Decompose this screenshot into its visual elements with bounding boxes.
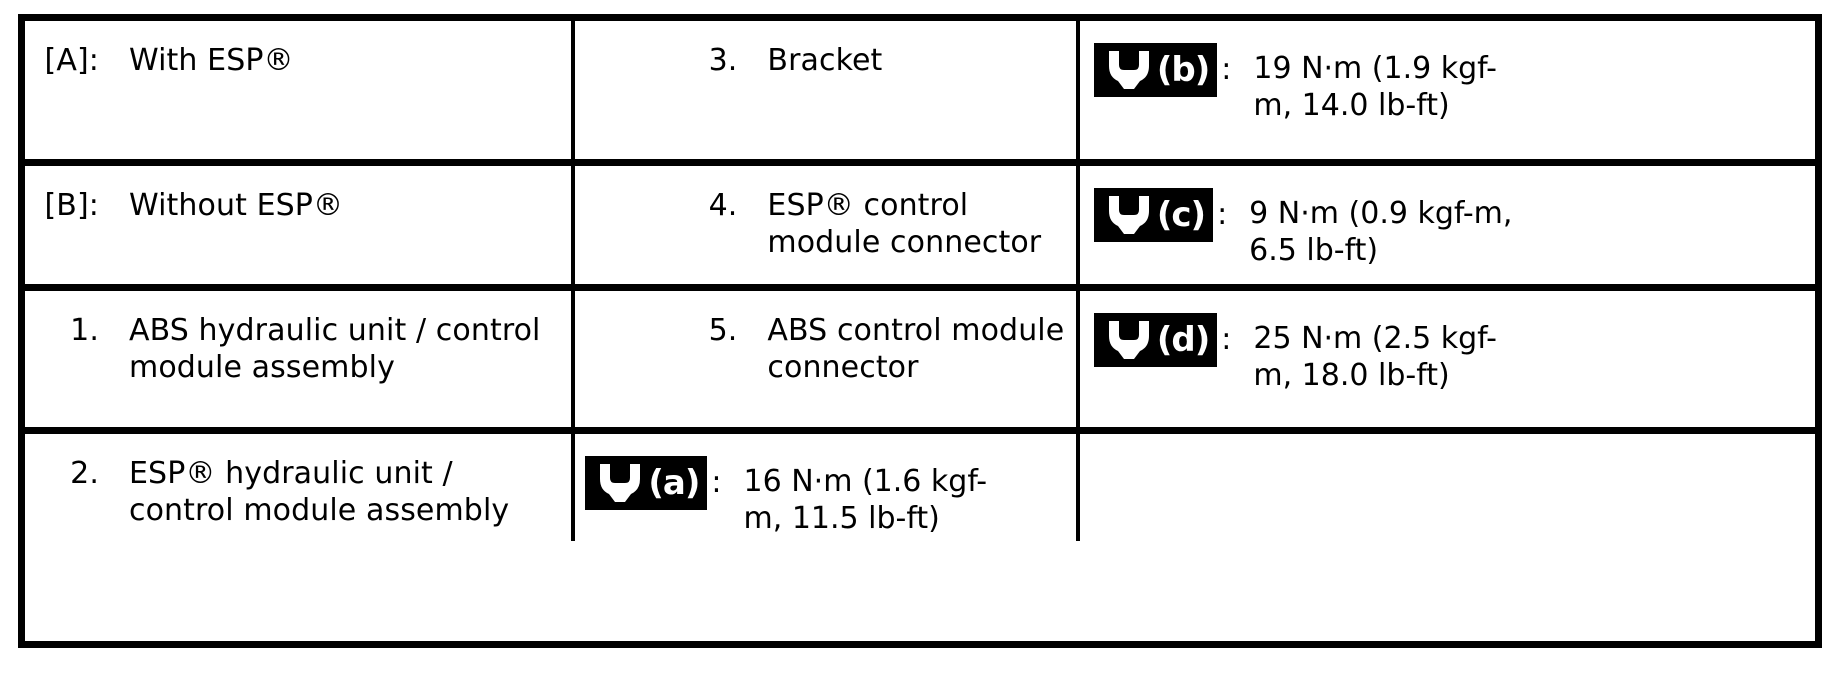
torque-badge-letter: (a) <box>648 463 700 503</box>
torque-colon: : <box>1221 322 1232 357</box>
torque-value: 9 N·m (0.9 kgf-m, 6.5 lb-ft) <box>1249 196 1513 268</box>
torque-spec: (b) : 19 N·m (1.9 kgf-m, 14.0 lb-ft) <box>1093 43 1522 124</box>
part-item: 1. ABS hydraulic unit / control module a… <box>43 313 559 386</box>
torque-cell: (d) : 25 N·m (2.5 kgf-m, 18.0 lb-ft) <box>1080 291 1815 427</box>
torque-value: 25 N·m (2.5 kgf-m, 18.0 lb-ft) <box>1253 321 1497 393</box>
table-row: 2. ESP® hydraulic unit / control module … <box>25 434 1815 541</box>
part-cell: 2. ESP® hydraulic unit / control module … <box>25 434 576 541</box>
legend-label: Without ESP® <box>129 188 344 223</box>
legend-marker: [A]: <box>44 43 99 78</box>
torque-badge-letter: (d) <box>1156 320 1210 360</box>
table-row: [A]: With ESP® 3. Bracket (b) <box>25 21 1815 166</box>
part-number: 4. <box>708 188 738 223</box>
part-number: 1. <box>70 313 99 348</box>
torque-cell: (b) : 19 N·m (1.9 kgf-m, 14.0 lb-ft) <box>1080 21 1815 159</box>
wrench-icon <box>600 464 641 502</box>
part-label: ABS hydraulic unit / control module asse… <box>129 313 541 385</box>
torque-badge: (a) <box>585 456 708 510</box>
part-item: 2. ESP® hydraulic unit / control module … <box>43 456 559 529</box>
torque-badge: (d) <box>1093 313 1218 367</box>
part-cell: 3. Bracket <box>575 21 1080 159</box>
torque-colon: : <box>1221 52 1232 87</box>
legend-label: With ESP® <box>129 43 294 78</box>
torque-badge-letter: (b) <box>1156 50 1210 90</box>
legend-marker: [B]: <box>44 188 99 223</box>
wrench-icon <box>1108 196 1149 234</box>
torque-badge-letter: (c) <box>1156 195 1206 235</box>
table-row: 1. ABS hydraulic unit / control module a… <box>25 291 1815 434</box>
part-number: 2. <box>70 456 99 491</box>
torque-cell: (c) : 9 N·m (0.9 kgf-m, 6.5 lb-ft) <box>1080 166 1815 284</box>
torque-value: 19 N·m (1.9 kgf-m, 14.0 lb-ft) <box>1253 51 1497 123</box>
part-item: 4. ESP® control module connector <box>585 188 1067 261</box>
torque-value: 16 N·m (1.6 kgf-m, 11.5 lb-ft) <box>743 464 988 536</box>
wrench-icon <box>1108 321 1149 359</box>
part-label: ESP® control module connector <box>767 188 1042 260</box>
part-label: ESP® hydraulic unit / control module ass… <box>129 456 510 528</box>
component-torque-table: [A]: With ESP® 3. Bracket (b) <box>18 14 1822 648</box>
empty-cell <box>1080 434 1815 541</box>
torque-spec: (c) : 9 N·m (0.9 kgf-m, 6.5 lb-ft) <box>1093 188 1517 269</box>
torque-badge: (c) <box>1093 188 1214 242</box>
torque-spec: (a) : 16 N·m (1.6 kgf-m, 11.5 lb-ft) <box>585 456 1013 537</box>
torque-spec: (d) : 25 N·m (2.5 kgf-m, 18.0 lb-ft) <box>1093 313 1522 394</box>
part-cell: 1. ABS hydraulic unit / control module a… <box>25 291 576 427</box>
part-number: 5. <box>708 313 738 348</box>
legend-cell-b: [B]: Without ESP® <box>25 166 576 284</box>
part-cell: 4. ESP® control module connector <box>575 166 1080 284</box>
torque-cell: (a) : 16 N·m (1.6 kgf-m, 11.5 lb-ft) <box>575 434 1080 541</box>
torque-badge: (b) <box>1093 43 1218 97</box>
legend-item: [B]: Without ESP® <box>43 188 343 225</box>
torque-colon: : <box>711 465 722 500</box>
part-number: 3. <box>708 43 738 78</box>
wrench-icon <box>1108 51 1149 89</box>
torque-colon: : <box>1217 197 1228 232</box>
legend-item: [A]: With ESP® <box>43 43 294 80</box>
part-item: 5. ABS control module connector <box>585 313 1067 386</box>
part-cell: 5. ABS control module connector <box>575 291 1080 427</box>
legend-cell-a: [A]: With ESP® <box>25 21 576 159</box>
table-row: [B]: Without ESP® 4. ESP® control module… <box>25 166 1815 291</box>
part-item: 3. Bracket <box>585 43 883 80</box>
part-label: Bracket <box>767 43 883 78</box>
part-label: ABS control module connector <box>767 313 1065 385</box>
